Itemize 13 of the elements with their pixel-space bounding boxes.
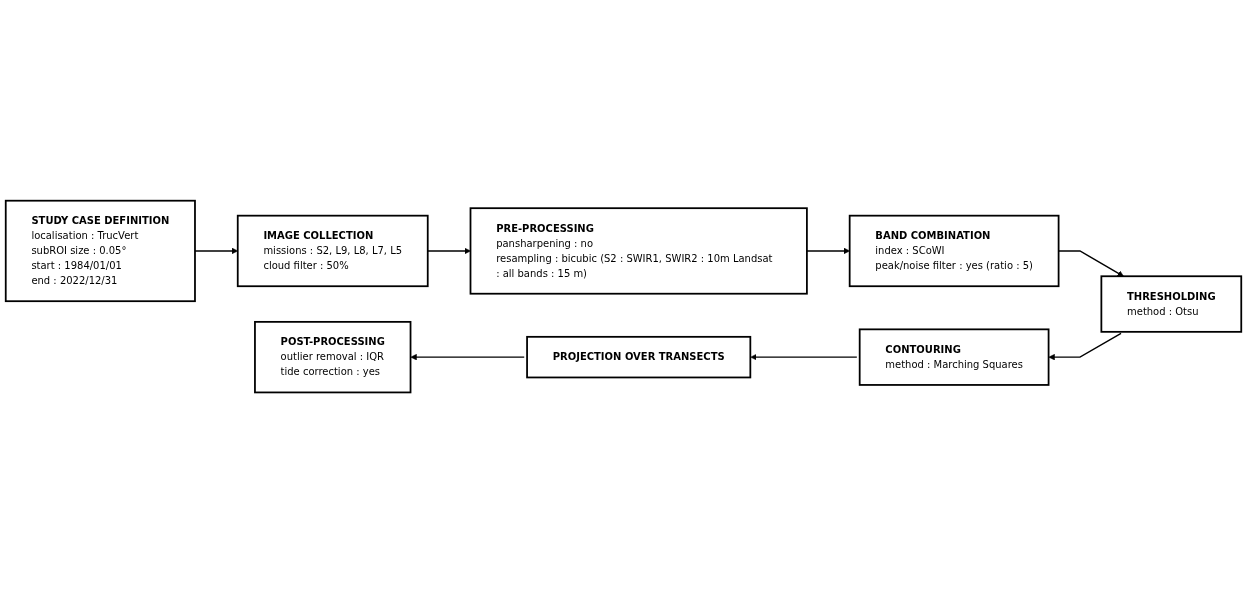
node-box: BAND COMBINATION index : SCoWI peak/noise filter : yes (ratio : 5) <box>848 214 1060 288</box>
arrow <box>410 353 525 361</box>
arrow <box>806 247 850 254</box>
node-box: THRESHOLDING method : Otsu <box>1100 275 1243 333</box>
node-box: PRE-PROCESSING pansharpening : no resampling : bicubic (S2 : SWIR1, SWIR2 : 10m Landsat : all bands : 15 m) <box>469 207 808 295</box>
arrow <box>750 353 858 361</box>
node-box: IMAGE COLLECTION missions : S2, L9, L8, L7, L5 cloud filter : 50% <box>236 214 429 288</box>
node-box: POST-PROCESSING outlier removal : IQR tide correction : yes <box>254 320 412 394</box>
node-box: PROJECTION OVER TRANSECTS <box>526 335 752 379</box>
arrow <box>1048 332 1122 361</box>
arrow <box>427 247 471 254</box>
node-box: CONTOURING method : Marching Squares <box>858 328 1050 386</box>
node-box: STUDY CASE DEFINITION localisation : TrucVert subROI size : 0.05° start : 1984/01/01 end : 2022/12/31 <box>4 199 196 302</box>
